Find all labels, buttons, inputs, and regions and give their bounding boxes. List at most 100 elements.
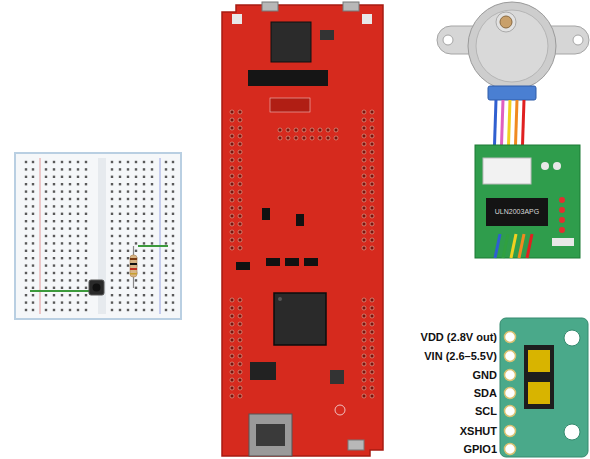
breadboard-hole: [111, 205, 113, 207]
wire-cover: [488, 86, 536, 100]
breadboard-hole: [45, 250, 47, 252]
stepper-motor: [437, 2, 589, 160]
breadboard-hole: [111, 220, 113, 222]
sensor-chip: [524, 345, 554, 409]
breadboard-hole: [119, 176, 121, 178]
breadboard-hole: [127, 301, 129, 303]
breadboard-hole: [135, 168, 137, 170]
breadboard-hole: [172, 272, 174, 274]
breadboard-hole: [69, 220, 71, 222]
breadboard-hole: [25, 213, 27, 215]
header-hole: [230, 174, 234, 178]
breadboard-hole: [172, 250, 174, 252]
breadboard-hole: [172, 227, 174, 229]
small-chip: [330, 370, 344, 384]
breadboard-hole: [165, 205, 167, 207]
header-hole: [370, 354, 374, 358]
header-hole: [230, 182, 234, 186]
breadboard-hole: [61, 272, 63, 274]
header-hole: [362, 134, 366, 138]
breadboard-hole: [77, 213, 79, 215]
motor-body: [468, 2, 556, 90]
breadboard-hole: [53, 287, 55, 289]
breadboard-hole: [119, 287, 121, 289]
breadboard-hole: [85, 272, 87, 274]
header-hole: [370, 190, 374, 194]
motor-shaft: [500, 16, 512, 28]
led: [559, 207, 565, 213]
header-hole: [370, 174, 374, 178]
breadboard-hole: [111, 183, 113, 185]
breadboard-hole: [53, 176, 55, 178]
header-hole: [238, 298, 242, 302]
header-hole: [238, 370, 242, 374]
breadboard-hole: [143, 168, 145, 170]
breadboard-hole: [119, 250, 121, 252]
breadboard-hole: [45, 301, 47, 303]
breadboard-hole: [25, 190, 27, 192]
breadboard-hole: [45, 183, 47, 185]
header-hole: [230, 330, 234, 334]
header-hole: [362, 314, 366, 318]
header-hole: [370, 118, 374, 122]
header-hole: [230, 118, 234, 122]
breadboard-hole: [151, 220, 153, 222]
header-hole: [238, 354, 242, 358]
breadboard-hole: [45, 198, 47, 200]
breadboard-hole: [45, 190, 47, 192]
breadboard-hole: [32, 287, 34, 289]
breadboard-hole: [111, 161, 113, 163]
breadboard-hole: [135, 205, 137, 207]
breadboard-hole: [165, 198, 167, 200]
breadboard-hole: [135, 176, 137, 178]
breadboard-hole: [111, 176, 113, 178]
breadboard-hole: [69, 250, 71, 252]
breadboard-hole: [135, 198, 137, 200]
breadboard-hole: [77, 183, 79, 185]
header-hole: [362, 182, 366, 186]
header-hole: [230, 338, 234, 342]
breadboard-hole: [61, 205, 63, 207]
header-hole: [230, 354, 234, 358]
breadboard-hole: [127, 213, 129, 215]
breadboard-hole: [111, 242, 113, 244]
breadboard-hole: [85, 309, 87, 311]
breadboard-hole: [32, 301, 34, 303]
header-hole: [230, 346, 234, 350]
breadboard-hole: [45, 235, 47, 237]
pin-pads: [505, 332, 516, 455]
header-hole: [362, 166, 366, 170]
header-hole: [238, 222, 242, 226]
breadboard-hole: [69, 183, 71, 185]
breadboard-hole: [53, 183, 55, 185]
header-hole: [370, 338, 374, 342]
breadboard-hole: [111, 227, 113, 229]
header-hole: [362, 198, 366, 202]
breadboard-hole: [25, 227, 27, 229]
header-hole: [238, 394, 242, 398]
breadboard-hole: [119, 190, 121, 192]
header-hole: [362, 322, 366, 326]
header-hole: [230, 298, 234, 302]
header-hole: [362, 206, 366, 210]
breadboard-hole: [69, 235, 71, 237]
header-hole: [370, 158, 374, 162]
resistor-band: [130, 258, 137, 260]
ethernet-port: [256, 424, 285, 446]
pin-header: [248, 70, 328, 86]
breadboard-hole: [111, 301, 113, 303]
header-hole: [362, 158, 366, 162]
control-wire: [495, 234, 500, 258]
breadboard-hole: [61, 183, 63, 185]
breadboard-hole: [69, 198, 71, 200]
shaft-boss: [496, 12, 516, 32]
breadboard-hole: [172, 287, 174, 289]
breadboard-hole: [32, 198, 34, 200]
breadboard-hole: [85, 198, 87, 200]
breadboard-hole: [61, 264, 63, 266]
breadboard-hole: [111, 294, 113, 296]
breadboard-hole: [151, 301, 153, 303]
breadboard-hole: [172, 264, 174, 266]
breadboard-hole: [127, 220, 129, 222]
